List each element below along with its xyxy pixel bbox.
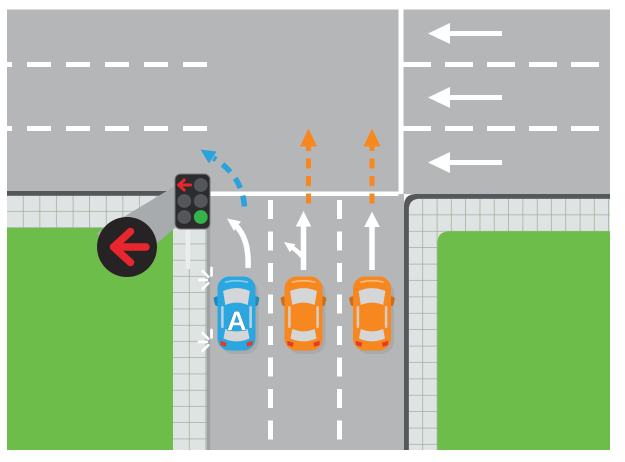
stop-line — [210, 191, 399, 196]
curb-left — [7, 191, 210, 196]
white-arrowhead-icon — [227, 218, 241, 231]
car-orange-right — [347, 275, 397, 355]
road-edge-line — [398, 9, 404, 194]
signal-light-off — [177, 210, 192, 224]
lane-divider-dashed-vertical — [268, 200, 342, 448]
maneuver-arrow-right — [364, 211, 380, 270]
car-a-label: A — [227, 306, 247, 336]
red-left-arrow-light-icon — [177, 178, 192, 192]
projected-path-arrows-orange — [300, 128, 381, 204]
maneuver-arrow-car-a — [227, 218, 251, 269]
west-arrow-icon — [428, 87, 502, 108]
sidewalk-left-edge — [206, 195, 211, 450]
lane-divider-dashed-horizontal — [7, 62, 610, 131]
traffic-light-pole — [185, 228, 191, 269]
signal-light-green — [193, 210, 208, 224]
white-arrowhead-icon — [295, 211, 312, 227]
signal-light-off — [193, 178, 208, 192]
magnified-red-left-arrow-icon — [109, 227, 150, 267]
car-orange-middle — [279, 275, 328, 355]
white-arrowhead-icon — [364, 211, 380, 227]
lane-arrow-west-markings — [428, 23, 502, 173]
white-arrowhead-icon — [284, 242, 296, 253]
intended-path-car-a — [200, 149, 248, 207]
west-arrow-icon — [428, 152, 502, 173]
blue-arrowhead-icon — [200, 149, 217, 164]
maneuver-arrow-middle — [284, 211, 312, 270]
traffic-light — [97, 173, 211, 277]
orange-arrowhead-icon — [363, 128, 381, 147]
west-arrow-icon — [428, 23, 502, 44]
orange-arrowhead-icon — [300, 128, 317, 147]
signal-light-off — [193, 194, 208, 208]
signal-light-off — [177, 194, 192, 208]
grass-right — [437, 231, 610, 450]
